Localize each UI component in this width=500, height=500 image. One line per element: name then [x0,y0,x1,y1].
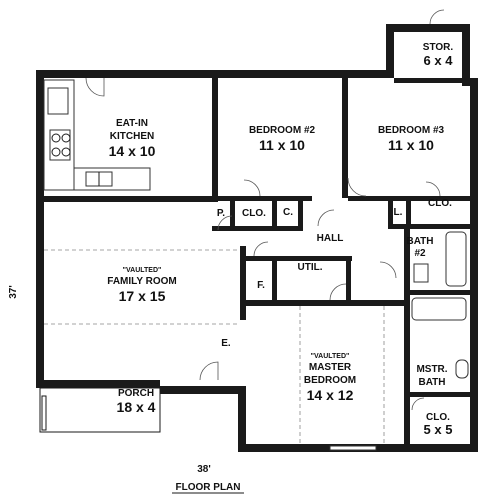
storage-name: STOR. [423,42,454,53]
depth-dimension: 37' [8,285,19,299]
bath2-fixtures [413,231,467,287]
mstr-bath-line1: MSTR. [416,364,447,375]
furnace-label: F. [257,280,265,291]
master-vaulted: "VAULTED" [311,353,350,360]
window-master [329,445,377,451]
coat-closet-label: C. [283,207,293,218]
hall-label: HALL [317,233,344,244]
porch-outline [39,387,161,433]
small-labels: P. CLO. C. L. CLO. HALL UTIL. F. E. [217,198,452,349]
width-dimension: 38' [197,464,211,475]
master-closet-name: CLO. [426,412,450,423]
kitchen-counters [43,79,151,191]
entry-label: E. [221,338,231,349]
closet-bed3-label: CLO. [428,198,452,209]
kitchen-size: 14 x 10 [109,143,156,159]
bedroom2-size: 11 x 10 [259,137,305,153]
master-size: 14 x 12 [307,387,354,403]
porch-size: 18 x 4 [117,399,156,415]
family-size: 17 x 15 [119,288,166,304]
master-line2: BEDROOM [304,375,356,386]
bath2-line1: BATH [406,236,433,247]
mstr-bath-line2: BATH [418,377,445,388]
bath2-line2: #2 [414,248,426,259]
master-bath-fixtures [411,297,469,379]
interior-walls [44,78,470,452]
bedroom3-size: 11 x 10 [388,137,434,153]
kitchen-line2: KITCHEN [110,131,154,142]
pantry-label: P. [217,208,225,219]
master-line1: MASTER [309,362,352,373]
bedroom3-name: BEDROOM #3 [378,125,445,136]
family-name: FAMILY ROOM [107,276,176,287]
floor-plan-caption: FLOOR PLAN [176,482,241,493]
linen-closet-label: L. [394,207,403,218]
family-vaulted: "VAULTED" [123,267,162,274]
porch-name: PORCH [118,388,154,399]
closet-bed2-label: CLO. [242,208,266,219]
master-closet-size: 5 x 5 [424,422,453,437]
door-swings [85,9,445,411]
kitchen-line1: EAT-IN [116,118,148,129]
storage-size: 6 x 4 [424,53,454,68]
bedroom2-name: BEDROOM #2 [249,125,316,136]
room-labels: STOR. 6 x 4 EAT-IN KITCHEN 14 x 10 BEDRO… [107,42,453,437]
utility-label: UTIL. [298,262,323,273]
